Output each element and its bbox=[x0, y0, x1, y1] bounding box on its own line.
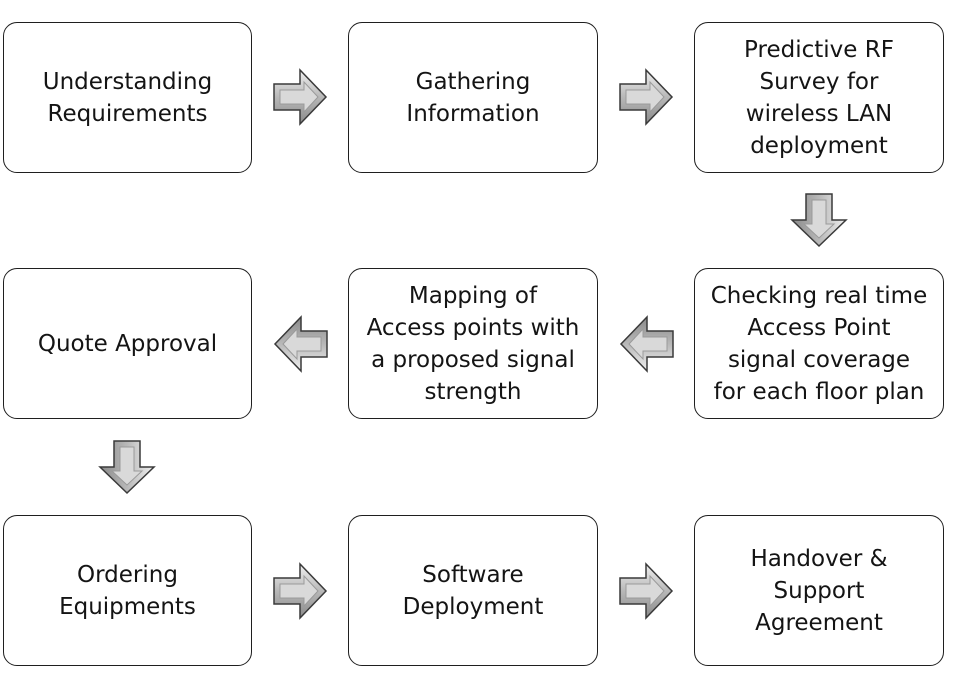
step-predictive-rf-survey: Predictive RF Survey for wireless LAN de… bbox=[694, 22, 944, 173]
arrow-right-icon bbox=[273, 69, 327, 125]
step-ordering-equipments: Ordering Equipments bbox=[3, 515, 252, 666]
arrow-down-icon bbox=[791, 193, 847, 247]
step-understanding-requirements: Understanding Requirements bbox=[3, 22, 252, 173]
arrow-down-icon bbox=[99, 440, 155, 494]
step-mapping-access-points: Mapping of Access points with a proposed… bbox=[348, 268, 598, 419]
arrow-right-icon bbox=[619, 563, 673, 619]
step-handover-support: Handover & Support Agreement bbox=[694, 515, 944, 666]
step-checking-signal-coverage: Checking real time Access Point signal c… bbox=[694, 268, 944, 419]
arrow-left-icon bbox=[620, 316, 674, 372]
arrow-right-icon bbox=[273, 563, 327, 619]
step-quote-approval: Quote Approval bbox=[3, 268, 252, 419]
arrow-left-icon bbox=[274, 316, 328, 372]
step-gathering-information: Gathering Information bbox=[348, 22, 598, 173]
arrow-right-icon bbox=[619, 69, 673, 125]
step-software-deployment: Software Deployment bbox=[348, 515, 598, 666]
